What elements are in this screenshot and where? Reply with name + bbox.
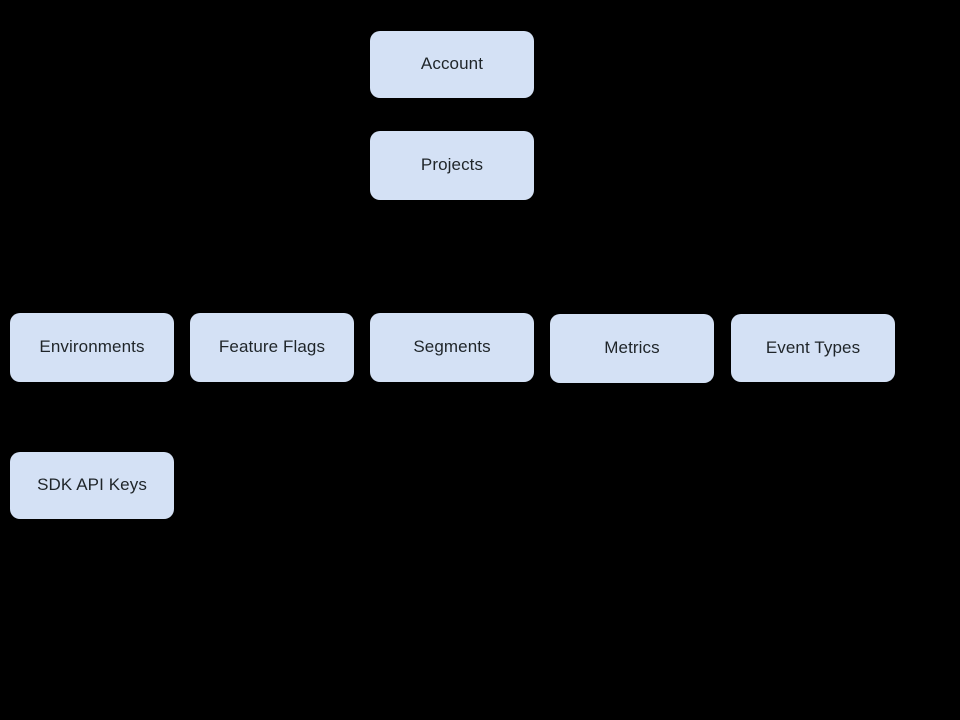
node-label: Account: [420, 54, 484, 74]
node-label: Feature Flags: [218, 337, 326, 357]
node-label: SDK API Keys: [37, 475, 147, 495]
node-account[interactable]: Account: [370, 31, 534, 98]
node-metrics[interactable]: Metrics: [550, 314, 714, 383]
node-projects[interactable]: Projects: [370, 131, 534, 200]
node-segments[interactable]: Segments: [370, 313, 534, 382]
node-feature-flags[interactable]: Feature Flags: [190, 313, 354, 382]
node-label: Event Types: [765, 337, 861, 357]
node-sdk-api-keys[interactable]: SDK API Keys: [10, 452, 174, 519]
node-label: Environments: [39, 337, 145, 357]
node-event-types[interactable]: Event Types: [731, 314, 895, 382]
node-environments[interactable]: Environments: [10, 313, 174, 382]
node-label: Segments: [413, 337, 491, 357]
node-label: Projects: [420, 155, 484, 175]
node-label: Metrics: [604, 338, 660, 358]
